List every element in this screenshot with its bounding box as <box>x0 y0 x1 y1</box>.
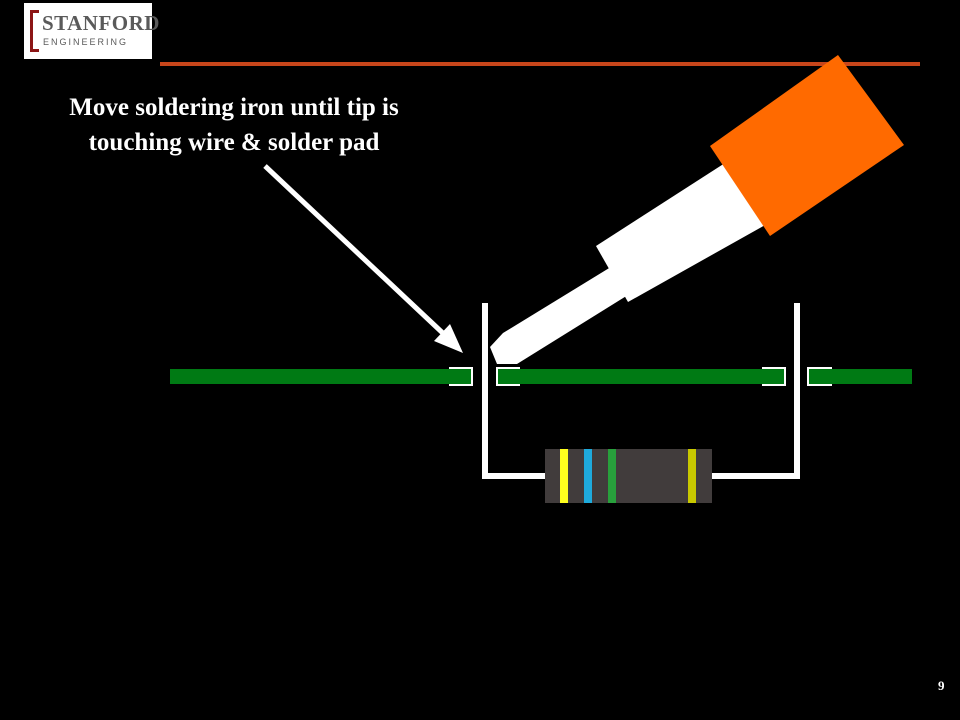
logo-stanford-text: STANFORD <box>42 11 160 35</box>
stanford-engineering-logo: STANFORD ENGINEERING <box>24 3 159 59</box>
solder-pad-left-1 <box>449 367 473 386</box>
trace-left <box>170 369 472 384</box>
header-divider <box>160 62 920 66</box>
instruction-line-1: Move soldering iron until tip is <box>69 94 399 121</box>
resistor-band-olive <box>688 449 696 503</box>
resistor-band-green <box>608 449 616 503</box>
resistor-band-yellow <box>560 449 568 503</box>
soldering-iron-body <box>596 163 767 302</box>
pointer-arrow-head <box>434 324 463 353</box>
logo-bracket <box>30 10 39 52</box>
resistor-band-cyan <box>584 449 592 503</box>
instruction-text: Move soldering iron until tip is touchin… <box>14 90 454 160</box>
slide-number: 9 <box>938 678 945 693</box>
soldering-iron-handle <box>710 55 904 236</box>
trace-middle <box>497 369 785 384</box>
resistor-body <box>545 449 712 503</box>
soldering-iron-tip <box>490 262 636 364</box>
solder-pad-right-1 <box>762 367 786 386</box>
instruction-line-2: touching wire & solder pad <box>88 129 380 156</box>
solder-pad-left-2 <box>496 367 520 386</box>
trace-right <box>808 369 912 384</box>
resistor-lead-right <box>711 303 800 479</box>
solder-pad-right-2 <box>807 367 832 386</box>
pointer-arrow-shaft <box>263 164 449 339</box>
resistor-lead-left <box>482 303 547 479</box>
logo-engineering-text: ENGINEERING <box>43 37 129 47</box>
